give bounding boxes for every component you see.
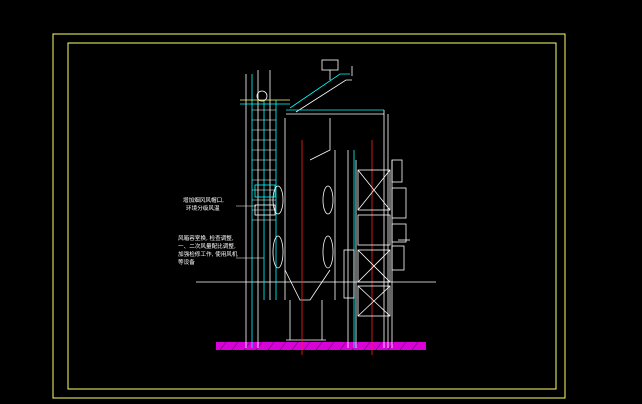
annotation-bottom-line-3: 加强检修工作, 使用风机 [178, 250, 238, 258]
furnace-body [272, 118, 336, 341]
right-truss-column [343, 150, 410, 348]
annotation-bottom-line-2: 一、二次风量配比调整, [178, 242, 236, 250]
annotation-top-line-1: 增加烟风风帽口, [183, 196, 224, 204]
center-lines [301, 140, 373, 355]
outer-frame [52, 33, 566, 399]
annotation-bottom: 风箱容室换, 检查调整, 一、二次风量配比调整, 加强检修工作, 使用风机 等设… [178, 234, 238, 266]
inner-frame [67, 42, 557, 390]
annotation-top-line-2: 环境分级风温 [186, 204, 220, 212]
leader-lines [236, 205, 264, 259]
left-ladder-structure [240, 70, 290, 348]
annotation-top: 增加烟风风帽口, 环境分级风温 [183, 196, 224, 212]
floor-hatch [216, 341, 426, 351]
annotation-bottom-line-4: 等设备 [178, 258, 195, 266]
top-duct [286, 59, 389, 348]
annotation-bottom-line-1: 风箱容室换, 检查调整, [178, 234, 234, 242]
